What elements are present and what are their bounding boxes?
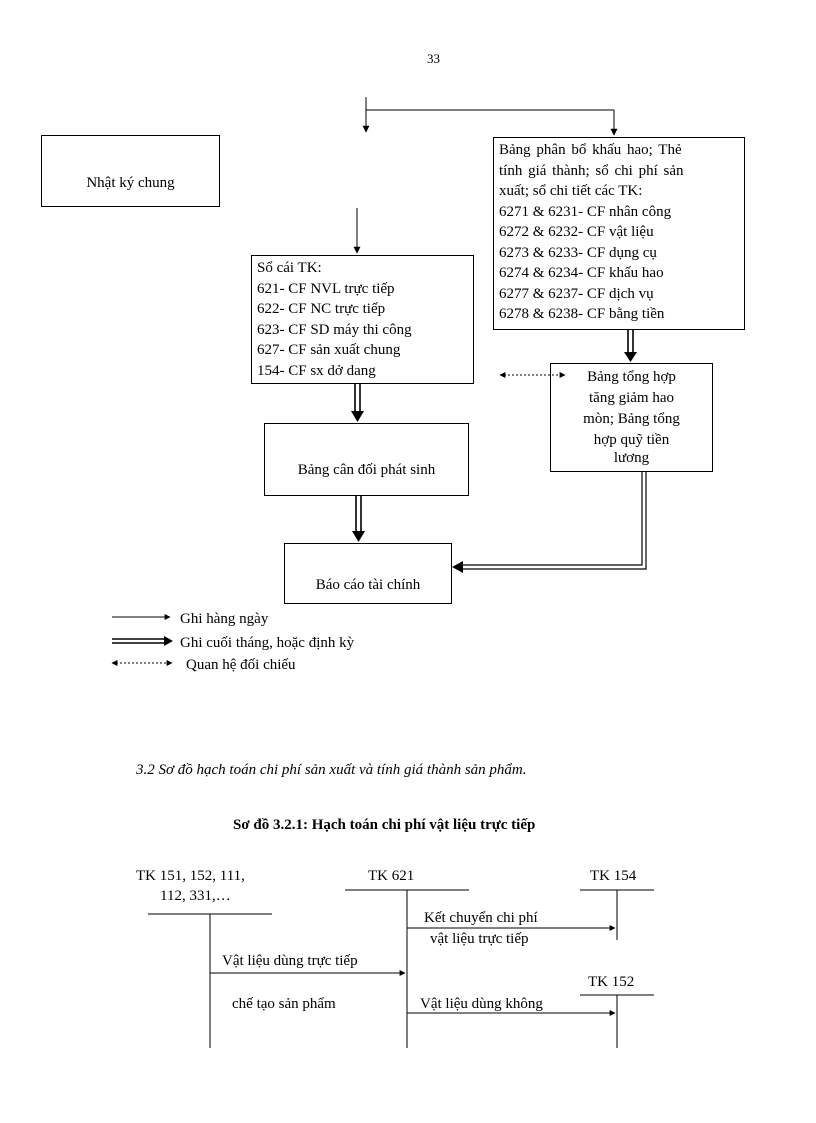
bang-tong-hop-line: lương — [613, 450, 650, 466]
nhat-ky-chung-label: Nhật ký chung — [86, 174, 175, 191]
so-cai-line: 154- CF sx dở dang — [257, 362, 376, 379]
bang-phan-bo-line: 6273 & 6233- CF dụng cụ — [499, 244, 657, 261]
bao-cao-label: Báo cáo tài chính — [315, 577, 421, 593]
t-account-lines — [148, 889, 654, 1048]
bang-phan-bo-line: 6278 & 6238- CF bằng tiền — [499, 306, 665, 322]
so-cai-line: 627- CF sản xuất chung — [257, 342, 401, 358]
so-cai-line: Sổ cái TK: — [257, 260, 322, 276]
bang-phan-bo-line: 6277 & 6237- CF dịch vụ — [499, 285, 654, 302]
legend-periodic-label: Ghi cuối tháng, hoặc định kỳ — [180, 635, 355, 651]
page-number: 33 — [427, 51, 440, 66]
bang-tong-hop-box: Bảng tổng hợp tăng giảm hao mòn; Bảng tổ… — [550, 363, 713, 472]
so-cai-line: 621- CF NVL trực tiếp — [257, 280, 395, 297]
ket-chuyen-label-2: vật liệu trực tiếp — [430, 931, 529, 947]
tk-source-label-2: 112, 331,… — [160, 888, 231, 904]
legend-reconcile-label: Quan hệ đối chiếu — [186, 657, 296, 673]
tk-154-label: TK 154 — [590, 868, 637, 884]
nhat-ky-chung-box: Nhật ký chung — [41, 135, 220, 207]
bang-can-doi-label: Bảng cân đối phát sinh — [297, 462, 436, 478]
so-cai-line: 623- CF SD máy thi công — [257, 321, 412, 338]
bang-can-doi-box: Bảng cân đối phát sinh — [264, 423, 469, 496]
bang-phan-bo-box: Bảng phân bổ khấu hao; Thẻ tính giá thàn… — [493, 137, 745, 330]
bao-cao-box: Báo cáo tài chính — [284, 543, 452, 604]
tk-152-label: TK 152 — [588, 974, 635, 990]
bang-tong-hop-line: Bảng tổng hợp — [587, 369, 676, 385]
che-tao-label: chế tạo sản phẩm — [232, 996, 336, 1012]
vat-lieu-dung-label: Vật liệu dùng trực tiếp — [222, 953, 358, 969]
bang-phan-bo-line: Bảng phân bổ khấu hao; Thẻ — [499, 142, 682, 158]
diagram-title: Sơ đồ 3.2.1: Hạch toán chi phí vật liệu … — [233, 817, 536, 833]
bang-tong-hop-line: hợp quỹ tiền — [593, 432, 670, 448]
periodic-double-arrows — [351, 330, 647, 573]
legend-daily-label: Ghi hàng ngày — [180, 611, 269, 627]
so-cai-box: Sổ cái TK: 621- CF NVL trực tiếp 622- CF… — [251, 255, 474, 384]
legend-symbols — [111, 614, 173, 666]
so-cai-line: 622- CF NC trực tiếp — [257, 301, 386, 317]
bang-tong-hop-line: mòn; Bảng tổng — [583, 411, 680, 427]
bang-phan-bo-line: 6271 & 6231- CF nhân công — [499, 203, 672, 220]
bang-phan-bo-line: 6272 & 6232- CF vật liệu — [499, 224, 654, 240]
bang-phan-bo-line: xuất; sổ chi tiết các TK: — [499, 183, 643, 199]
bang-tong-hop-line: tăng giảm hao — [589, 390, 674, 406]
tk-621-label: TK 621 — [368, 868, 415, 884]
section-caption: 3.2 Sơ đồ hạch toán chi phí sản xuất và … — [136, 762, 527, 778]
top-bracket-arrows — [353, 97, 618, 254]
ket-chuyen-label-1: Kết chuyển chi phí — [424, 910, 538, 926]
tk-source-label-1: TK 151, 152, 111, — [136, 868, 245, 884]
vat-lieu-khong-label: Vật liệu dùng không — [420, 996, 543, 1012]
bang-phan-bo-line: 6274 & 6234- CF khấu hao — [499, 265, 664, 281]
bang-phan-bo-line: tính giá thành; sổ chi phí sản — [499, 162, 684, 179]
